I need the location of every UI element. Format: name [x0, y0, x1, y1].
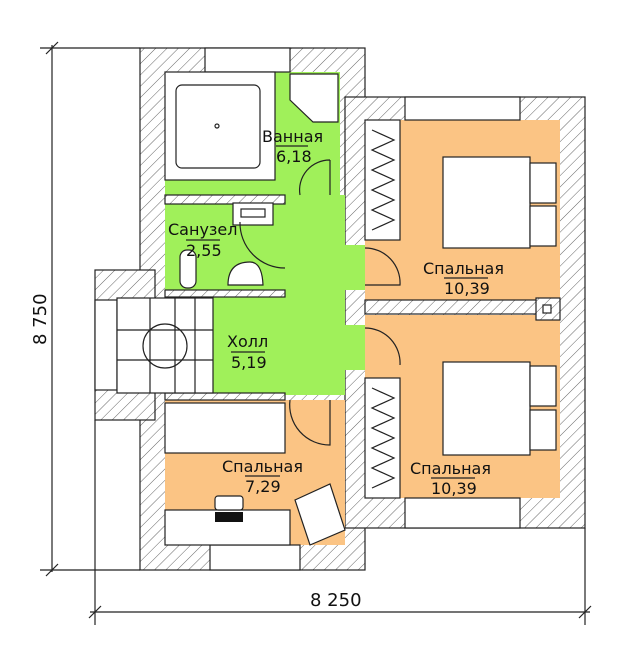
doors	[239, 159, 401, 446]
dimension-lines: 8 750 8 250	[30, 41, 592, 625]
vent-shaft-icon	[542, 304, 552, 314]
chair-icon	[214, 495, 244, 511]
windows	[94, 47, 521, 571]
room-name-bedroom-2: Спальная	[410, 459, 491, 478]
room-area-wc: 2,55	[186, 241, 222, 260]
bed-1-icon	[442, 156, 531, 249]
staircase-icon	[116, 297, 214, 394]
dimension-width: 8 250	[310, 590, 362, 611]
room-name-bedroom-1: Спальная	[423, 259, 504, 278]
washbasin-icon	[232, 202, 274, 226]
door-small-bedroom	[289, 399, 331, 446]
door-bedroom-1	[364, 247, 401, 286]
room-name-bathroom: Ванная	[262, 127, 323, 146]
shower-icon	[289, 73, 339, 123]
room-name-wc: Санузел	[168, 220, 237, 239]
bed-2-icon	[442, 361, 531, 456]
armchair-icon	[294, 483, 346, 546]
bed-small-icon	[164, 402, 286, 454]
toilet-icon	[179, 249, 197, 289]
room-labels: Ванная 6,18 Санузел 2,55 Холл 5,19 Спаль…	[168, 127, 504, 498]
fixtures	[116, 71, 557, 546]
door-wc	[239, 221, 286, 269]
room-area-hall: 5,19	[231, 353, 267, 372]
partitions	[164, 194, 561, 401]
room-name-small-bedroom: Спальная	[222, 457, 303, 476]
dimension-height: 8 750	[30, 293, 51, 345]
room-area-bathroom: 6,18	[276, 147, 312, 166]
bathtub-icon	[164, 71, 276, 181]
keyboard-icon	[215, 512, 243, 522]
door-opening-hall-bed2	[340, 325, 365, 370]
room-name-hall: Холл	[227, 332, 268, 351]
sink-icon	[227, 261, 264, 286]
room-area-small-bedroom: 7,29	[245, 477, 281, 496]
hall-floor-lower	[213, 295, 345, 395]
door-bedroom-2	[364, 327, 401, 366]
room-area-bedroom-2: 10,39	[431, 479, 477, 498]
door-opening-hall-bed1	[340, 245, 365, 290]
room-area-bedroom-1: 10,39	[444, 279, 490, 298]
door-bathroom	[298, 159, 331, 196]
